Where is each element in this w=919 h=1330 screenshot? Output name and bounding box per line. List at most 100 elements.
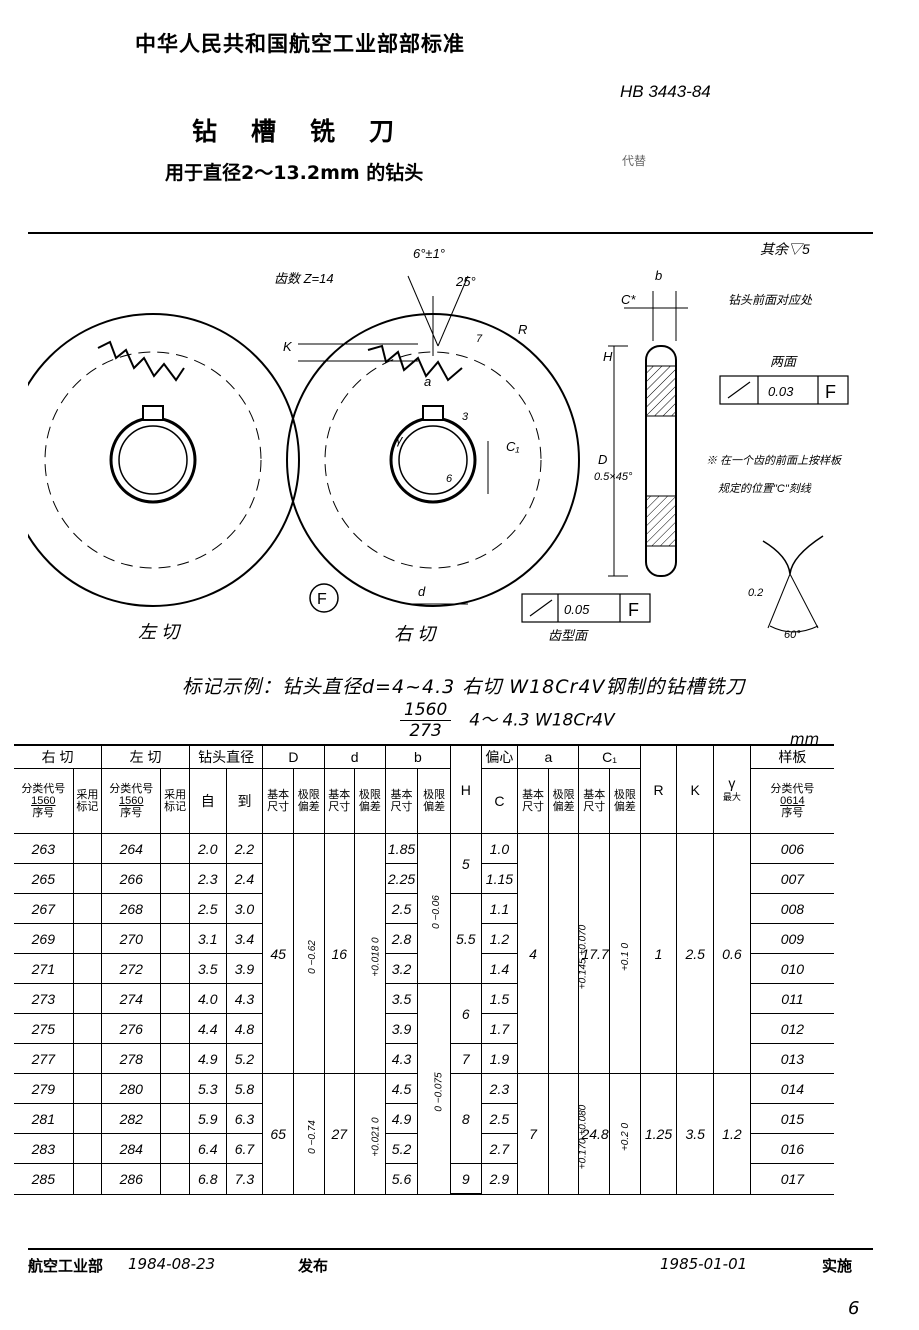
table-cell: 5.3 <box>188 1073 227 1104</box>
table-cell: 007 <box>749 863 834 894</box>
table-cell: 7 <box>449 1043 482 1074</box>
table-cell <box>160 1013 190 1044</box>
table-cell: 0 −0.74 <box>292 1073 324 1195</box>
table-cell: 1.5 <box>480 983 518 1014</box>
table-cell: 6.8 <box>188 1163 227 1195</box>
table-cell: 6 <box>449 983 482 1044</box>
section-view <box>608 291 688 577</box>
header-D-limit: 极限偏差 <box>292 768 324 834</box>
table-cell: 277 <box>14 1043 74 1074</box>
tolerance-frame-0-03 <box>719 375 849 405</box>
table-cell <box>160 983 190 1014</box>
page-number: 6 <box>848 1298 860 1319</box>
limit-deviation: +0.2 0 <box>620 1122 632 1151</box>
table-cell <box>160 923 190 954</box>
table-cell: 4.9 <box>188 1043 227 1074</box>
table-cell: 009 <box>749 923 834 954</box>
table-cell: 8 <box>449 1073 482 1164</box>
table-cell <box>72 863 102 894</box>
technical-drawing: 左 切 齿数 Z=14 6°±1° 25° R K a γ C₁ d 3 6 7… <box>28 241 849 644</box>
header-a-limit: 极限偏差 <box>547 768 579 834</box>
detail-0-2: 0.2 <box>748 587 763 599</box>
table-cell: 24.8 <box>578 1073 610 1195</box>
table-cell: 45 <box>262 833 294 1074</box>
table-cell: 268 <box>101 893 161 924</box>
table-cell: 014 <box>749 1073 834 1104</box>
table-cell: +0.021 0 <box>354 1073 386 1195</box>
table-cell: 4.9 <box>384 1103 418 1134</box>
table-cell: 3.2 <box>384 953 418 984</box>
header-adopted-right: 采用标记 <box>72 768 102 834</box>
limit-deviation: +0.1 0 <box>620 942 632 971</box>
header-template: 样板 <box>749 744 834 769</box>
header-a-basic: 基本尺寸 <box>517 768 549 834</box>
table-cell: 2.5 <box>480 1103 518 1134</box>
table-cell: 65 <box>262 1073 294 1195</box>
surface-finish: 其余▽5 <box>760 241 810 257</box>
table-cell <box>160 1043 190 1074</box>
issuing-organization: 中华人民共和国航空工业部部标准 <box>135 32 465 56</box>
header-K: K <box>676 744 714 834</box>
table-cell: 270 <box>101 923 161 954</box>
table-cell: 284 <box>101 1133 161 1164</box>
table-cell: 5 <box>449 833 482 894</box>
table-cell: 17.7 <box>578 833 610 1074</box>
footer-effective: 实施 <box>822 1257 853 1275</box>
datum-F-1: F <box>825 382 836 402</box>
table-cell: 012 <box>749 1013 834 1044</box>
table-cell: 1 <box>639 833 677 1074</box>
limit-deviation: 0 −0.075 <box>433 1072 445 1112</box>
table-cell: 7 <box>517 1073 549 1195</box>
profile-face-label: 齿型面 <box>548 628 589 643</box>
label-a: a <box>424 374 431 389</box>
table-cell: 274 <box>101 983 161 1014</box>
header-d-limit: 极限偏差 <box>354 768 386 834</box>
table-cell: 264 <box>101 833 161 864</box>
table-cell: 6.7 <box>225 1133 263 1164</box>
replaces-note: 代替 <box>622 154 647 168</box>
table-cell: 4.8 <box>225 1013 263 1044</box>
table-cell: +0.018 0 <box>354 833 386 1074</box>
chamfer-label: 0.5×45° <box>594 471 633 483</box>
header-a: a <box>517 744 579 769</box>
table-cell: 1.9 <box>480 1043 518 1074</box>
table-cell: 1.7 <box>480 1013 518 1044</box>
table-cell: 5.2 <box>384 1133 418 1164</box>
label-C1: C₁ <box>506 439 520 454</box>
header-eccentric: 偏心 <box>480 744 518 769</box>
table-cell: 282 <box>101 1103 161 1134</box>
angle-6deg: 6°±1° <box>413 246 445 261</box>
table-cell: 267 <box>14 893 74 924</box>
table-cell: 1.4 <box>480 953 518 984</box>
table-cell <box>72 983 102 1014</box>
table-cell <box>160 893 190 924</box>
table-cell: 285 <box>14 1163 74 1195</box>
table-cell <box>160 1073 190 1104</box>
table-cell: 6.3 <box>225 1103 263 1134</box>
code-fraction: 1560 273 <box>400 700 452 741</box>
table-cell <box>72 1103 102 1134</box>
table-cell <box>72 953 102 984</box>
table-cell <box>72 1133 102 1164</box>
table-cell: 3.5 <box>384 983 418 1014</box>
table-cell <box>160 863 190 894</box>
footer-rule <box>28 1248 873 1250</box>
marking-note-1: ※ 在一个齿的前面上按样板 <box>706 454 843 467</box>
table-cell: 011 <box>749 983 834 1014</box>
table-cell: 279 <box>14 1073 74 1104</box>
marking-note-2: 规定的位置"C"刻线 <box>718 482 812 495</box>
label-K: K <box>283 339 293 354</box>
table-cell: +0.145 +0.070 <box>547 833 588 1074</box>
header-rule <box>28 232 873 234</box>
table-cell: 9 <box>449 1163 482 1195</box>
table-cell: 3.5 <box>188 953 227 984</box>
label-gamma: γ <box>396 432 404 447</box>
table-cell: 2.5 <box>384 893 418 924</box>
